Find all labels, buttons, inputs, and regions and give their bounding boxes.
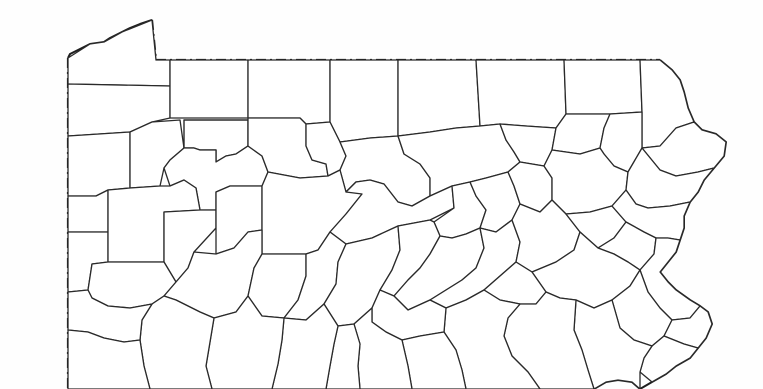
county[interactable] xyxy=(169,59,249,119)
county[interactable] xyxy=(397,59,481,137)
county[interactable] xyxy=(475,59,567,129)
county[interactable] xyxy=(67,329,151,389)
county[interactable] xyxy=(67,19,171,87)
county[interactable] xyxy=(329,59,399,143)
county[interactable] xyxy=(67,189,109,233)
counties-group xyxy=(67,19,727,389)
county[interactable] xyxy=(247,59,331,125)
county[interactable] xyxy=(563,59,643,115)
county[interactable] xyxy=(67,131,131,197)
